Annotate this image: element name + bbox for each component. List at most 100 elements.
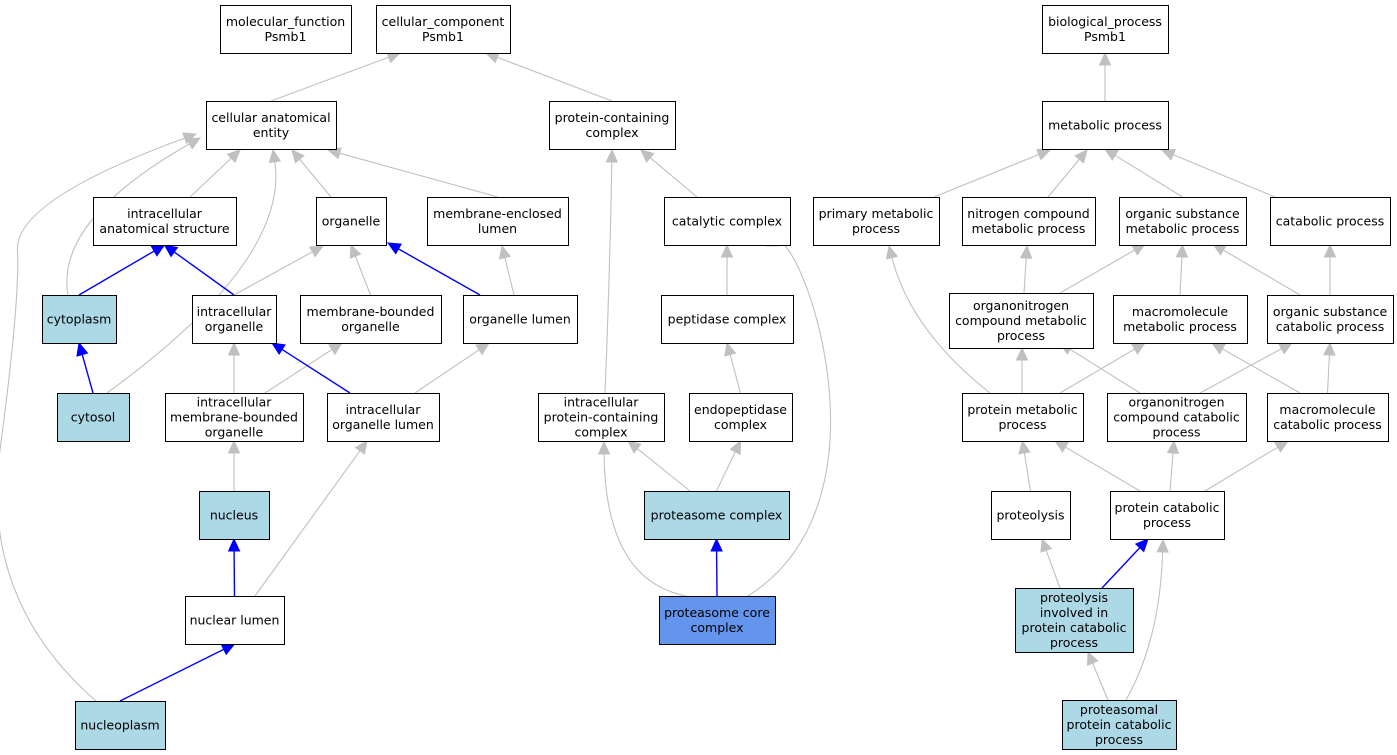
node-label-line: membrane-bounded: [170, 410, 298, 425]
edge-nl-to-iol: [254, 440, 368, 597]
edge-pipcp-to-prot: [1040, 537, 1061, 589]
node-label-line: lumen: [478, 221, 517, 236]
node-label-line: compound catabolic: [1113, 410, 1240, 425]
node-label-line: process: [1050, 635, 1098, 650]
node-label-line: intracellular: [197, 395, 273, 410]
edge-ppcp-to-pipcp: [1087, 650, 1109, 701]
go-term-node-catc[interactable]: catalytic complex: [664, 197, 791, 246]
edge-pcore-to-prc: [710, 537, 723, 597]
node-label-line: proteasomal: [1080, 702, 1158, 717]
edge-oscp-to-osmp: [1211, 243, 1301, 296]
node-label-line: organelle: [205, 425, 264, 440]
node-label-line: proteasome core: [664, 605, 770, 620]
node-label-line: organelle: [341, 319, 400, 334]
edge-pcore-to-ipcc: [597, 440, 687, 597]
edge-iol-to-ol: [414, 342, 490, 394]
edge-macmp-to-osmp: [1175, 243, 1189, 296]
node-label-line: involved in: [1040, 605, 1108, 620]
edge-pipcp-to-protcp: [1101, 538, 1149, 589]
edge-mel-to-cae: [326, 147, 499, 198]
node-label-line: biological_process: [1048, 14, 1162, 29]
node-label-line: compound metabolic: [955, 313, 1087, 328]
node-label-line: organic substance: [1273, 304, 1388, 319]
node-label-line: macromolecule: [1132, 304, 1228, 319]
node-label-line: protein-containing: [555, 110, 670, 125]
node-label-line: catalytic complex: [672, 214, 782, 229]
node-label-line: nuclear lumen: [190, 613, 280, 628]
node-label-line: cellular_component: [382, 14, 505, 29]
edge-protmp-to-oncmp: [1015, 346, 1029, 393]
node-label-line: nitrogen compound: [967, 206, 1089, 221]
edge-oscp-to-catp: [1323, 243, 1337, 295]
node-label-line: organelle lumen: [469, 312, 571, 327]
node-label-line: Psmb1: [422, 29, 464, 44]
go-term-node-catp[interactable]: catabolic process: [1270, 197, 1391, 246]
go-term-node-prc[interactable]: proteasome complex: [644, 491, 790, 540]
node-label-line: organelle lumen: [332, 417, 434, 432]
edge-oncmp-to-osmp: [1059, 243, 1147, 294]
edge-np-to-cae: [0, 132, 198, 702]
go-term-node-nuc[interactable]: nucleus: [199, 491, 270, 540]
edge-iol-to-io: [270, 342, 351, 394]
go-term-node-prot[interactable]: proteolysis: [991, 491, 1071, 540]
go-term-node-nl[interactable]: nuclear lumen: [185, 596, 285, 645]
node-label-line: entity: [253, 125, 290, 140]
edge-catc-to-pcc: [640, 149, 698, 198]
node-label-line: intracellular: [564, 395, 640, 410]
node-label-line: process: [998, 417, 1046, 432]
node-label-line: catabolic process: [1276, 214, 1385, 229]
edge-ol-to-mel: [498, 244, 515, 296]
go-term-node-cyto[interactable]: cytoplasm: [42, 295, 117, 344]
node-label-line: catabolic process: [1276, 319, 1385, 334]
node-label-line: proteolysis: [996, 508, 1064, 523]
node-label-line: metabolic process: [972, 221, 1086, 236]
node-label-line: protein catabolic: [1022, 620, 1127, 635]
edge-endc-to-pepc: [724, 341, 742, 394]
node-label-line: protein metabolic: [967, 402, 1077, 417]
edge-ipcc-to-pcc: [604, 148, 619, 394]
node-label-line: anatomical structure: [99, 221, 229, 236]
go-term-node-org[interactable]: organelle: [316, 197, 387, 246]
node-label-line: nucleus: [210, 508, 258, 523]
edge-cytosol-to-cae: [106, 148, 282, 394]
edge-pmp-to-mp: [933, 148, 1052, 198]
edge-cytosol-to-cyto: [76, 341, 94, 394]
node-label-line: macromolecule: [1279, 402, 1375, 417]
go-term-node-cytosol[interactable]: cytosol: [57, 393, 130, 442]
node-label-line: organic substance: [1125, 206, 1240, 221]
node-label-line: metabolic process: [1123, 319, 1237, 334]
edge-onccp-to-oscp: [1199, 342, 1294, 394]
go-term-node-ol[interactable]: organelle lumen: [463, 295, 578, 344]
go-term-node-np[interactable]: nucleoplasm: [75, 701, 166, 750]
go-term-node-mp[interactable]: metabolic process: [1042, 101, 1169, 150]
node-label-line: cellular anatomical: [211, 110, 330, 125]
go-term-node-pepc[interactable]: peptidase complex: [661, 295, 794, 344]
